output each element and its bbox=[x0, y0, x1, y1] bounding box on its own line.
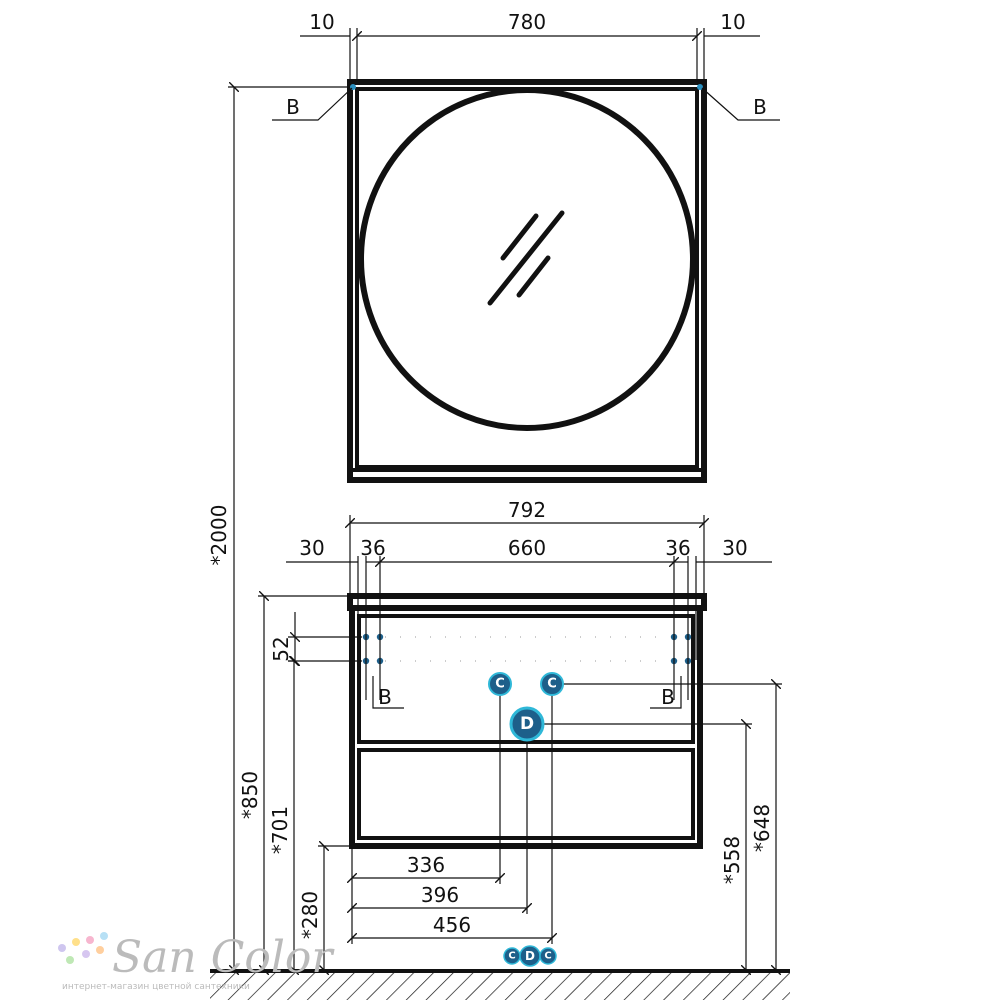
cabinet-horizontal-dimensions: 336 396 456 bbox=[352, 696, 552, 944]
cabinet-right-hole-label: 36 bbox=[665, 536, 690, 560]
watermark-dots-icon bbox=[58, 932, 108, 964]
cabinet-hole-span-label: 660 bbox=[508, 536, 546, 560]
hole-spacing-dimension: 52 bbox=[269, 612, 362, 662]
height-top-label: *850 bbox=[238, 771, 262, 819]
floor-marker-legend: C D C bbox=[503, 945, 557, 967]
cabinet-left-hole-label: 36 bbox=[360, 536, 385, 560]
mirror-reflection-icon bbox=[487, 210, 565, 306]
cabinet-top-width-dimension: 792 bbox=[350, 498, 704, 596]
watermark: San Color интернет-магазин цветной санте… bbox=[58, 932, 335, 992]
svg-text:D: D bbox=[520, 714, 534, 734]
drain-offset-label: 396 bbox=[421, 883, 459, 907]
supply-marker-left: C bbox=[488, 672, 512, 696]
cabinet-mount-label-left: B bbox=[378, 685, 392, 709]
mirror-mount-leaders: B B bbox=[272, 87, 780, 121]
svg-text:C: C bbox=[544, 951, 551, 962]
height-drain-label: *558 bbox=[720, 836, 744, 884]
mirror-dim-width: 780 bbox=[508, 10, 546, 34]
cabinet-hole-dimensions: 30 36 660 36 30 bbox=[286, 536, 772, 700]
cabinet-top-width-label: 792 bbox=[508, 498, 546, 522]
cabinet-right-offset-label: 30 bbox=[722, 536, 747, 560]
mirror-top-dimensions: 10 780 10 bbox=[300, 10, 760, 82]
mirror-mount-label-right: B bbox=[753, 95, 767, 119]
cabinet-view: 792 30 36 660 36 30 52 bbox=[238, 498, 782, 970]
mirror-dim-left: 10 bbox=[309, 10, 334, 34]
supply-right-offset-label: 456 bbox=[433, 913, 471, 937]
svg-text:C: C bbox=[495, 677, 505, 692]
overall-height-dimension: *2000 bbox=[207, 87, 350, 970]
mirror-frame-outer bbox=[347, 79, 707, 483]
supply-left-offset-label: 336 bbox=[407, 853, 445, 877]
cabinet-left-offset-label: 30 bbox=[299, 536, 324, 560]
watermark-tagline: интернет-магазин цветной сантехники bbox=[62, 982, 250, 992]
svg-text:D: D bbox=[525, 949, 535, 963]
lower-drawer bbox=[357, 748, 695, 840]
height-holes-label: *701 bbox=[268, 806, 292, 854]
mirror-glass bbox=[358, 87, 696, 431]
cabinet-left-height-dimensions: *850 *701 *280 bbox=[238, 596, 352, 970]
drain-marker: D bbox=[509, 706, 545, 742]
cabinet-right-height-dimensions: *558 *648 bbox=[542, 684, 782, 970]
cabinet-mount-leaders: B B bbox=[372, 676, 682, 709]
height-supply-label: *648 bbox=[750, 804, 774, 852]
watermark-brand: San Color bbox=[112, 932, 335, 983]
svg-text:C: C bbox=[508, 951, 515, 962]
mount-point-right bbox=[697, 84, 703, 90]
mirror-dim-right: 10 bbox=[720, 10, 745, 34]
hole-spacing-label: 52 bbox=[269, 636, 293, 661]
mounting-holes bbox=[362, 633, 692, 665]
cabinet-mount-label-right: B bbox=[661, 685, 675, 709]
mirror-frame-inner bbox=[355, 87, 699, 469]
overall-height-label: *2000 bbox=[207, 505, 231, 566]
upper-drawer bbox=[357, 614, 695, 744]
floor bbox=[210, 969, 790, 1000]
height-bottom-label: *280 bbox=[298, 891, 322, 939]
mirror-mount-label-left: B bbox=[286, 95, 300, 119]
cabinet-body bbox=[349, 605, 703, 849]
mirror-view: 10 780 10 B B bbox=[272, 10, 780, 483]
supply-marker-right: C bbox=[540, 672, 564, 696]
svg-text:C: C bbox=[547, 677, 557, 692]
